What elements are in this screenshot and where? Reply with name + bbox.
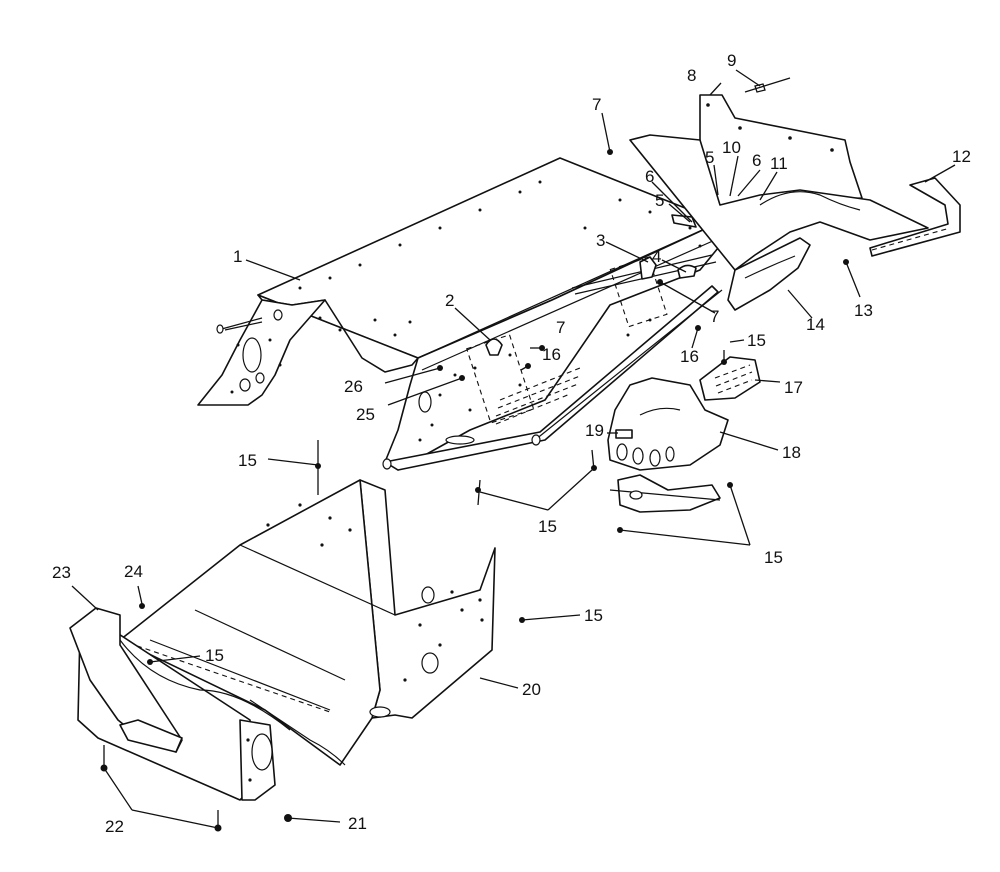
callout-21: 21 — [348, 814, 367, 833]
rear-frame — [629, 94, 929, 271]
tunnel-assembly — [197, 157, 723, 471]
callout-14: 14 — [806, 315, 825, 334]
callout-19: 19 — [585, 421, 604, 440]
callout-10: 10 — [722, 138, 741, 157]
callout-15a: 15 — [747, 331, 766, 350]
callout-6b: 6 — [645, 167, 654, 186]
pin-19 — [615, 429, 633, 439]
rail-12 — [869, 177, 961, 257]
footrest-grille — [714, 364, 753, 394]
plate-5-lower — [671, 214, 697, 228]
vent-grille — [495, 367, 581, 425]
brace-23-foot — [119, 719, 183, 753]
bolt-9 — [754, 83, 766, 93]
mount-bracket-lower — [617, 474, 721, 513]
bracket-3 — [639, 256, 657, 280]
callout-22: 22 — [105, 817, 124, 836]
callout-15f: 15 — [205, 646, 224, 665]
callout-6a: 6 — [752, 151, 761, 170]
callout-15e: 15 — [584, 606, 603, 625]
callout-18: 18 — [782, 443, 801, 462]
callout-25: 25 — [356, 405, 375, 424]
leader-lines — [71, 69, 956, 829]
bracket-2 — [485, 338, 503, 356]
callout-13: 13 — [854, 301, 873, 320]
callout-labels: 1 2 3 4 5 5 6 6 7 7 7 8 9 10 11 12 13 14… — [52, 51, 971, 836]
rear-bumper-11 — [629, 134, 929, 271]
callout-11: 11 — [770, 154, 788, 173]
callout-3: 3 — [596, 231, 605, 250]
bulkhead-20 — [77, 479, 496, 801]
callout-7c: 7 — [556, 318, 565, 337]
callout-4: 4 — [652, 247, 661, 266]
callout-7b: 7 — [710, 307, 719, 326]
callout-15c: 15 — [538, 517, 557, 536]
footrest-17 — [699, 356, 761, 401]
callout-23: 23 — [52, 563, 71, 582]
callout-9: 9 — [727, 51, 736, 70]
callout-26: 26 — [344, 377, 363, 396]
callout-15b: 15 — [238, 451, 257, 470]
fasteners — [100, 149, 849, 832]
callout-20: 20 — [522, 680, 541, 699]
bracket-14 — [727, 237, 811, 311]
callout-5b: 5 — [655, 191, 664, 210]
callout-16b: 16 — [680, 347, 699, 366]
callout-12: 12 — [952, 147, 971, 166]
callout-24: 24 — [124, 562, 143, 581]
guard-18 — [607, 377, 729, 471]
callout-7a: 7 — [592, 95, 601, 114]
callout-8: 8 — [687, 66, 696, 85]
callout-5a: 5 — [705, 148, 714, 167]
lower-rail — [384, 285, 719, 471]
callout-16a: 16 — [542, 345, 561, 364]
callout-17: 17 — [784, 378, 803, 397]
rivet-dots — [230, 180, 702, 442]
callout-1: 1 — [233, 247, 242, 266]
callout-2: 2 — [445, 291, 454, 310]
callout-15d: 15 — [764, 548, 783, 567]
bracket-4 — [677, 264, 697, 279]
